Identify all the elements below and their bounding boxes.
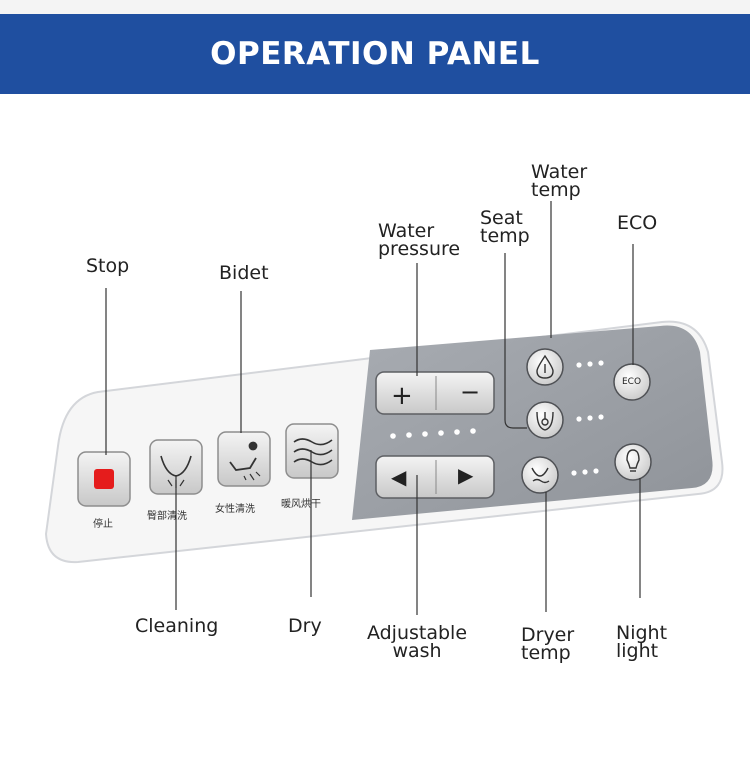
- bidet-button[interactable]: [217, 431, 271, 487]
- left-arrow-button[interactable]: ◀: [391, 465, 407, 489]
- adjustable-wash-control[interactable]: [375, 455, 495, 499]
- stop-button[interactable]: [77, 451, 131, 507]
- dry-button[interactable]: [285, 423, 339, 479]
- stop-cn-label: 停止: [93, 519, 113, 530]
- stop-indicator: [94, 469, 114, 489]
- dry-cn-label: 暖风烘干: [281, 499, 321, 510]
- water-pressure-control[interactable]: [375, 371, 495, 415]
- bidet-cn-label: 女性清洗: [215, 504, 255, 515]
- water-drop-thermometer-icon: [536, 354, 554, 379]
- bidet-icon: [229, 441, 261, 481]
- callout-lines: [105, 201, 641, 615]
- plus-button[interactable]: +: [391, 381, 413, 411]
- eco-button-label: ECO: [622, 377, 642, 387]
- bidet-label: Bidet: [219, 262, 269, 284]
- cleaning-label: Cleaning: [135, 615, 219, 637]
- right-arrow-button[interactable]: ▶: [458, 463, 474, 487]
- water-temp-level-dots: [576, 360, 604, 368]
- seat-thermometer-icon: [536, 411, 554, 431]
- page-title: OPERATION PANEL: [210, 36, 540, 72]
- cleaning-cn-label: 臀部清洗: [147, 511, 187, 522]
- water-temp-button[interactable]: [526, 348, 564, 386]
- bulb-icon: [626, 449, 640, 472]
- dryer-temp-level-dots: [571, 468, 599, 476]
- stop-label: Stop: [86, 255, 130, 277]
- eco-button[interactable]: [613, 363, 651, 401]
- seat-temp-button[interactable]: [526, 401, 564, 439]
- eco-label: ECO: [617, 212, 658, 234]
- dryer-temp-icon: [531, 467, 550, 484]
- pressure-level-dots: [390, 428, 476, 439]
- dry-airflow-icon: [293, 438, 333, 466]
- minus-button[interactable]: −: [460, 378, 481, 406]
- seat-temp-callout: [504, 253, 527, 429]
- top-strip: [0, 0, 750, 14]
- night-light-button[interactable]: [614, 443, 652, 481]
- seat-temp-level-dots: [576, 414, 604, 422]
- header-bar: OPERATION PANEL: [0, 14, 750, 94]
- dryer-temp-button[interactable]: [521, 456, 559, 494]
- dry-label: Dry: [288, 615, 322, 637]
